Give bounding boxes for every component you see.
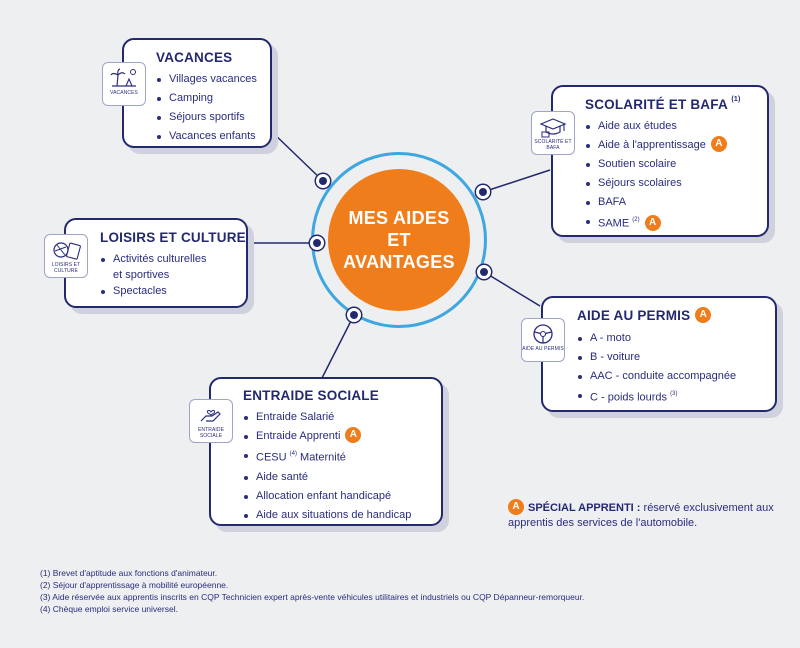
- apprenti-badge: A: [695, 307, 712, 324]
- list-item: Camping: [156, 89, 270, 108]
- list-item: Séjours sportifs: [156, 108, 270, 127]
- list-item: Entraide Salarié: [243, 408, 441, 427]
- loisirs-icon-caption: LOISIRS ET CULTURE: [51, 262, 81, 274]
- hub-line-3: AVANTAGES: [343, 252, 455, 272]
- connector-scolarite: [482, 169, 551, 193]
- connector-dot-loisirs: [310, 236, 324, 250]
- footnote: (3) Aide réservée aux apprentis inscrits…: [40, 592, 585, 602]
- graduation-cap-icon: [539, 118, 567, 138]
- hub-title: MES AIDES ET AVANTAGES: [328, 169, 470, 311]
- loisirs-title: LOISIRS ET CULTURE: [100, 230, 246, 245]
- beach-palm-icon: [110, 68, 136, 87]
- c-note: (3): [670, 391, 678, 398]
- list-item: BAFA: [585, 193, 767, 212]
- list-item: CESU (4) Maternité: [243, 446, 441, 468]
- helping-hand-icon: [200, 409, 221, 422]
- connector-dot-vacances: [316, 174, 330, 188]
- list-item: AAC - conduite accompagnée: [577, 367, 775, 386]
- list-item: Aide aux études: [585, 117, 767, 136]
- footnote: (1) Brevet d'aptitude aux fonctions d'an…: [40, 568, 218, 578]
- connector-entraide: [321, 314, 355, 379]
- footnote: (2) Séjour d'apprentissage à mobilité eu…: [40, 580, 229, 590]
- card-vacances: VACANCES VACANCES Villages vacances Camp…: [102, 38, 272, 148]
- permis-list: A - moto B - voiture AAC - conduite acco…: [577, 329, 775, 408]
- apprenti-badge: A: [710, 136, 727, 153]
- list-item: A - moto: [577, 329, 775, 348]
- card-loisirs: LOISIRS ET CULTURE LOISIRS ET CULTURE Ac…: [44, 218, 248, 308]
- special-text: réservé exclusivement aux apprentis des …: [508, 501, 774, 529]
- hub-line-1: MES AIDES: [348, 208, 450, 228]
- scolarite-title-note: (1): [731, 96, 741, 103]
- card-entraide: ENTRAIDE SOCIALE ENTRAIDE SOCIALE Entrai…: [189, 377, 443, 526]
- list-item: B - voiture: [577, 348, 775, 367]
- footnotes: (1) Brevet d'aptitude aux fonctions d'an…: [40, 567, 584, 615]
- entraide-icon-box: ENTRAIDE SOCIALE: [189, 399, 233, 443]
- list-item: Villages vacances: [156, 70, 270, 89]
- scolarite-title: SCOLARITÉ ET BAFA (1): [585, 96, 741, 112]
- list-item: Aide aux situations de handicap: [243, 506, 441, 525]
- footnote: (4) Chèque emploi service universel.: [40, 604, 178, 614]
- list-item: C - poids lourds (3): [577, 386, 775, 408]
- steering-wheel-icon: [533, 324, 553, 344]
- list-item: Spectacles: [100, 282, 246, 301]
- vacances-title: VACANCES: [156, 50, 233, 65]
- cesu-note: (4): [289, 451, 297, 457]
- list-item: Soutien scolaire: [585, 155, 767, 174]
- permis-icon-caption: AIDE AU PERMIS: [522, 346, 564, 352]
- hub-line-2: ET: [387, 230, 411, 250]
- vacances-icon-box: VACANCES: [102, 62, 146, 106]
- connector-permis: [483, 271, 541, 307]
- list-item: SAME (2)A: [585, 212, 767, 234]
- ball-ticket-icon: [53, 242, 81, 260]
- card-scolarite: SCOLARITÉ ET BAFA SCOLARITÉ ET BAFA (1) …: [531, 85, 769, 237]
- permis-icon-box: AIDE AU PERMIS: [521, 318, 565, 362]
- loisirs-icon-box: LOISIRS ET CULTURE: [44, 234, 88, 278]
- entraide-icon-caption: ENTRAIDE SOCIALE: [197, 427, 225, 439]
- scolarite-icon-caption: SCOLARITÉ ET BAFA: [534, 139, 572, 151]
- entraide-title: ENTRAIDE SOCIALE: [243, 388, 379, 403]
- apprenti-badge: A: [345, 427, 362, 444]
- list-item: Allocation enfant handicapé: [243, 487, 441, 506]
- vacances-list: Villages vacances Camping Séjours sporti…: [156, 70, 270, 146]
- apprenti-badge: A: [644, 214, 661, 231]
- connector-dot-scolarite: [476, 185, 490, 199]
- same-note: (2): [632, 217, 640, 223]
- vacances-icon-caption: VACANCES: [110, 90, 138, 96]
- connector-vacances: [269, 129, 324, 182]
- list-item: Séjours scolaires: [585, 174, 767, 193]
- list-item: Vacances enfants: [156, 127, 270, 146]
- list-item: Aide santé: [243, 468, 441, 487]
- connector-dot-permis: [477, 265, 491, 279]
- scolarite-icon-box: SCOLARITÉ ET BAFA: [531, 111, 575, 155]
- special-label: SPÉCIAL APPRENTI :: [528, 501, 641, 514]
- connector-dot-entraide: [347, 308, 361, 322]
- apprenti-badge: A: [508, 499, 524, 515]
- special-apprenti-note: A SPÉCIAL APPRENTI : réservé exclusivemen…: [508, 499, 778, 531]
